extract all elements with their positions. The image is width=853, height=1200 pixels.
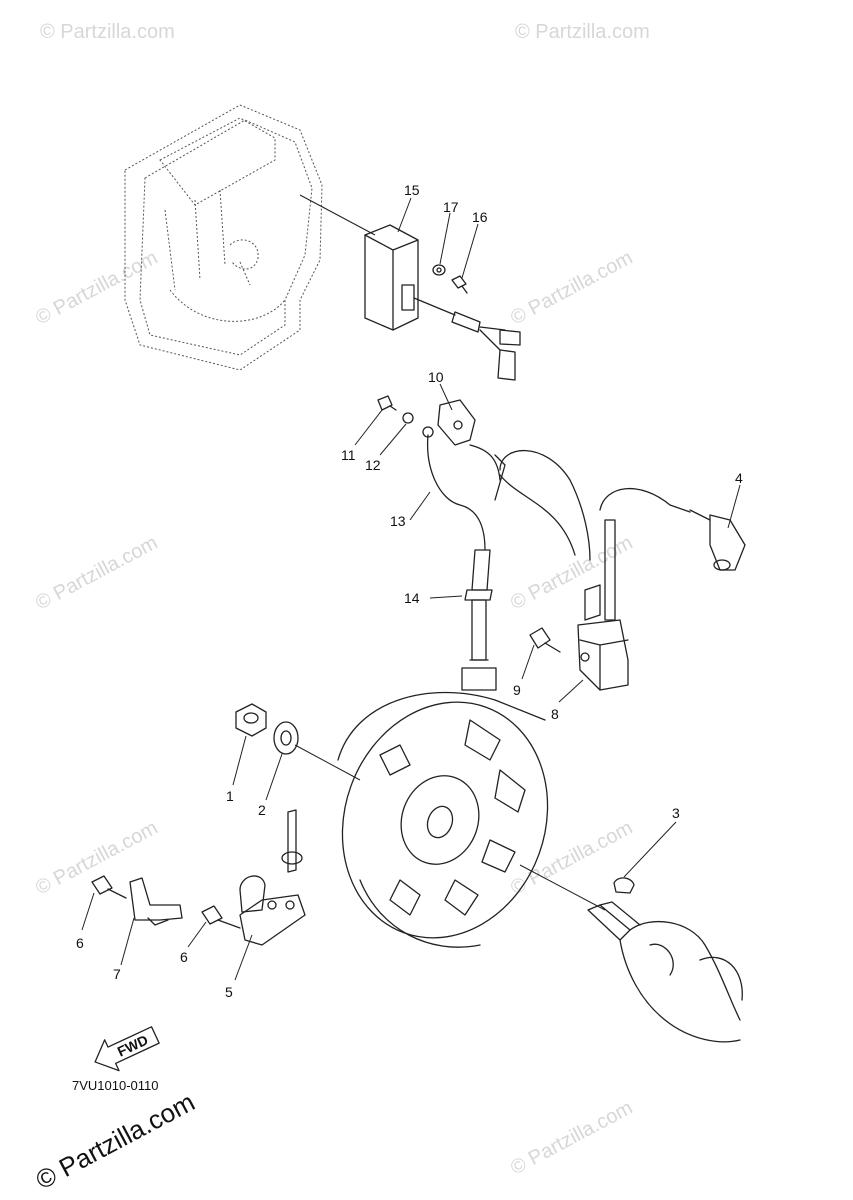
callout-labels: 1 2 3 4 5 6 6 7 8 9 10 11 12 13 14 15 16… [76, 182, 743, 1000]
watermark: © Partzilla.com [40, 21, 175, 43]
part-15-control-unit [364, 224, 521, 381]
callout-9: 9 [513, 682, 521, 698]
callout-5: 5 [225, 984, 233, 1000]
part-14-wire-lead [461, 549, 497, 691]
part-1-nut [235, 703, 267, 737]
part-2-washer [273, 721, 299, 755]
watermark: © Partzilla.com [515, 21, 650, 43]
housing-cover [124, 104, 323, 371]
callout-4: 4 [735, 470, 743, 486]
callout-7: 7 [113, 966, 121, 982]
callout-3: 3 [672, 805, 680, 821]
part-7-bracket [129, 877, 183, 926]
watermark: © Partzilla.com [507, 247, 636, 330]
watermark: © Partzilla.com [32, 817, 161, 900]
callout-14: 14 [404, 590, 420, 606]
part-9-bolt [529, 627, 561, 653]
part-12-washer [402, 412, 434, 438]
rotor-flywheel [337, 691, 549, 948]
diagram-code: 7VU1010-0110 [72, 1078, 159, 1093]
leader-lines [81, 197, 741, 981]
callout-11: 11 [341, 447, 356, 463]
watermark: © Partzilla.com [507, 817, 636, 900]
footer-watermark: © Partzilla.com [31, 1087, 200, 1196]
callout-13: 13 [390, 513, 406, 529]
callout-10: 10 [428, 369, 444, 385]
callout-12: 12 [365, 457, 381, 473]
callout-15: 15 [404, 182, 420, 198]
fwd-arrow: FWD [94, 1026, 160, 1072]
part-10-pickup-coil [437, 399, 476, 446]
callout-2: 2 [258, 802, 266, 818]
part-6-bolt [91, 875, 127, 899]
watermark: © Partzilla.com [507, 1097, 636, 1180]
callout-1: 1 [226, 788, 234, 804]
part-13-wire-harness [426, 434, 591, 561]
part-6-bolt [201, 905, 241, 929]
part-11-screw [377, 395, 397, 411]
callout-16: 16 [472, 209, 488, 225]
callout-6: 6 [76, 935, 84, 951]
part-4-plug-cap [599, 488, 746, 571]
part-16-screw [451, 275, 468, 294]
callout-6b: 6 [180, 949, 188, 965]
callout-8: 8 [551, 706, 559, 722]
callout-17: 17 [443, 199, 459, 215]
part-17-washer [432, 264, 446, 276]
part-8-ignition-coil [577, 519, 629, 691]
part-3-key [613, 877, 635, 894]
watermark: © Partzilla.com [32, 532, 161, 615]
part-5-pulser-bracket [239, 809, 306, 946]
crankshaft [587, 901, 743, 1043]
